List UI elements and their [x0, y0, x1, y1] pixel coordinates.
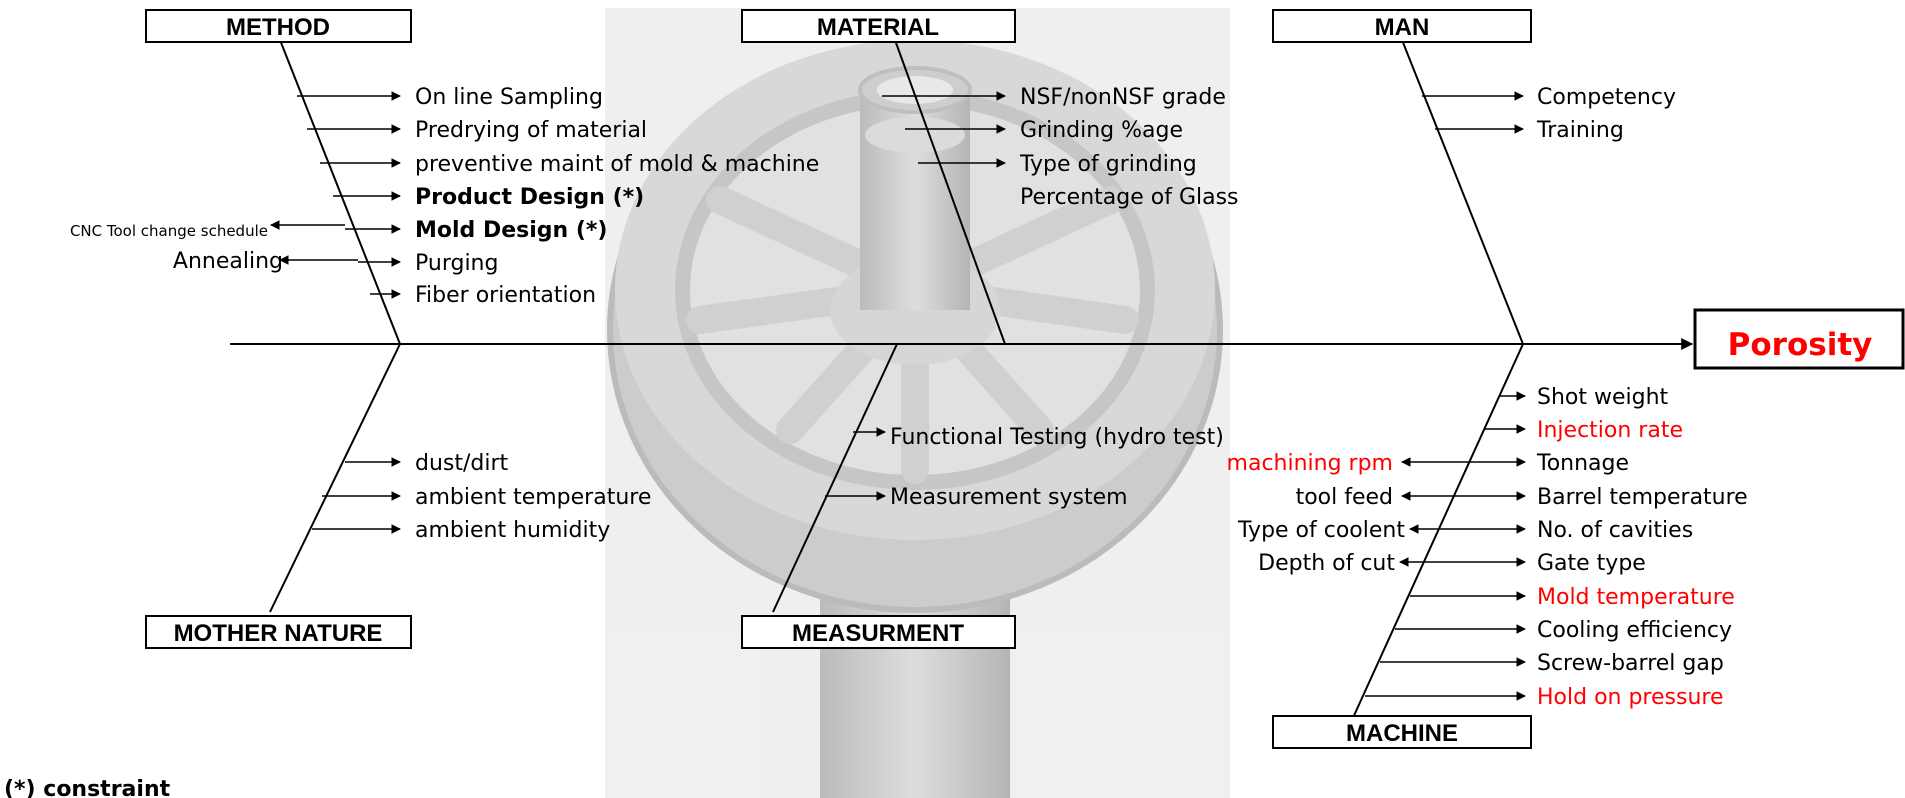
material-cause: Type of grinding	[1019, 152, 1197, 177]
man-bone	[1401, 39, 1524, 345]
machine-cause: Screw-barrel gap	[1537, 651, 1724, 676]
machine-cause: Gate type	[1537, 551, 1646, 576]
mother-nature-cause: ambient humidity	[415, 518, 610, 543]
machine-sub-cause: Type of coolent	[1237, 518, 1405, 543]
constraint-legend-note: (*) constraint	[4, 777, 171, 798]
method-cause: Fiber orientation	[415, 283, 596, 308]
man-causes: Competency Training	[1422, 85, 1676, 143]
machine-cause: Shot weight	[1537, 385, 1669, 410]
machine-bone	[1351, 343, 1524, 721]
method-cause: Mold Design (*)	[415, 218, 607, 243]
measurement-category-label: MEASURMENT	[792, 620, 964, 647]
machine-cause: No. of cavities	[1537, 518, 1693, 543]
effect-label: Porosity	[1728, 327, 1873, 363]
method-cause: preventive maint of mold & machine	[415, 152, 819, 177]
method-sub-cause: CNC Tool change schedule	[70, 222, 268, 240]
machine-sub-cause: machining rpm	[1227, 451, 1393, 476]
man-category-label: MAN	[1375, 14, 1430, 41]
mother-nature-cause: ambient temperature	[415, 485, 651, 510]
method-cause: Predrying of material	[415, 118, 647, 143]
machine-cause: Mold temperature	[1537, 585, 1735, 610]
machine-cause: Cooling efficiency	[1537, 618, 1732, 643]
material-category-label: MATERIAL	[817, 14, 939, 41]
material-cause: Grinding %age	[1020, 118, 1183, 143]
measurement-cause: Measurement system	[890, 485, 1128, 510]
method-causes: On line Sampling Predrying of material p…	[70, 85, 819, 308]
method-cause: Product Design (*)	[415, 185, 644, 210]
machine-cause: Barrel temperature	[1537, 485, 1748, 510]
machine-sub-cause: tool feed	[1296, 485, 1393, 510]
method-cause: Purging	[415, 251, 498, 276]
man-cause: Competency	[1537, 85, 1676, 110]
wheel-background-image	[605, 8, 1230, 798]
method-bone	[279, 39, 401, 345]
mother-nature-category: MOTHER NATURE	[145, 615, 412, 649]
material-causes: NSF/nonNSF grade Grinding %age Type of g…	[882, 85, 1239, 210]
mother-nature-cause: dust/dirt	[415, 451, 509, 476]
machine-cause: Tonnage	[1536, 451, 1629, 476]
machine-category-label: MACHINE	[1346, 720, 1458, 747]
machine-cause: Injection rate	[1537, 418, 1683, 443]
method-category: METHOD	[145, 9, 412, 43]
material-cause: Percentage of Glass	[1020, 185, 1239, 210]
method-sub-cause: Annealing	[173, 249, 283, 274]
machine-sub-cause: Depth of cut	[1258, 551, 1395, 576]
effect-box: Porosity	[1693, 308, 1905, 370]
material-cause: NSF/nonNSF grade	[1020, 85, 1226, 110]
measurement-cause: Functional Testing (hydro test)	[890, 425, 1224, 450]
method-category-label: METHOD	[226, 14, 330, 41]
measurement-category: MEASURMENT	[741, 615, 1016, 649]
machine-cause: Hold on pressure	[1537, 685, 1724, 710]
material-category: MATERIAL	[741, 9, 1016, 43]
machine-causes: Shot weight Injection rate Tonnage Barre…	[1227, 385, 1748, 710]
measurement-causes: Functional Testing (hydro test) Measurem…	[825, 425, 1224, 510]
mother-nature-category-label: MOTHER NATURE	[174, 620, 383, 647]
method-cause: On line Sampling	[415, 85, 603, 110]
machine-category: MACHINE	[1272, 715, 1532, 749]
mother-nature-bone	[269, 343, 401, 613]
man-category: MAN	[1272, 9, 1532, 43]
measurement-bone	[772, 343, 898, 613]
man-cause: Training	[1536, 118, 1624, 143]
mother-nature-causes: dust/dirt ambient temperature ambient hu…	[312, 451, 651, 543]
material-bone	[894, 39, 1006, 345]
